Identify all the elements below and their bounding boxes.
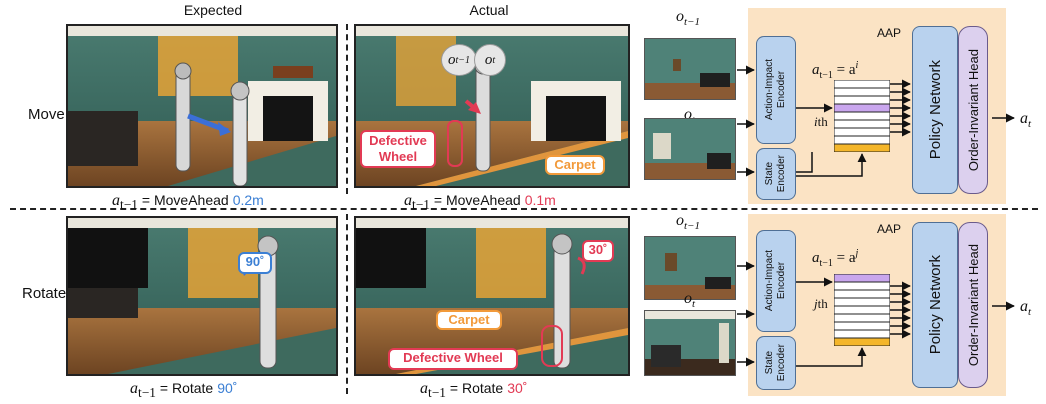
action-variable: a bbox=[420, 380, 428, 397]
move-actual-caption: at−1 = MoveAhead 0.1m bbox=[404, 192, 556, 213]
expected-angle-value: 90˚ bbox=[217, 380, 238, 396]
eq-rhs: = a bbox=[836, 62, 856, 78]
eq-sup: j bbox=[855, 248, 859, 259]
embedding-stack-bottom bbox=[833, 273, 891, 347]
rotate-expected-scene bbox=[66, 216, 338, 376]
obs-prev-thumbnail-bottom bbox=[644, 236, 736, 300]
obs-curr-var: o bbox=[684, 106, 692, 123]
bubble-curr-sub: t bbox=[492, 54, 496, 66]
obs-prev-thumbnail-top bbox=[644, 38, 736, 100]
carpet-tag-rotate: Carpet bbox=[436, 310, 502, 330]
tag-line-1: Defective bbox=[369, 133, 427, 148]
action-subscript: t−1 bbox=[412, 197, 430, 213]
action-impact-encoder-top: Action-Impact Encoder bbox=[756, 36, 796, 144]
obs-prev-label-top: ot−1 bbox=[676, 8, 700, 28]
carpet-tag-move: Carpet bbox=[545, 155, 605, 175]
action-subscript: t−1 bbox=[120, 197, 138, 213]
embedding-stack-top bbox=[833, 79, 891, 153]
expected-distance-value: 0.2m bbox=[232, 192, 264, 208]
vertical-separator-bottom bbox=[346, 214, 348, 394]
expected-column-heading: Expected bbox=[183, 2, 243, 18]
obs-curr-sub: t bbox=[692, 298, 696, 311]
actual-distance-value: 0.1m bbox=[524, 192, 556, 208]
defective-wheel-tag-move: Defective Wheel bbox=[360, 130, 436, 168]
rotate-actual-caption: at−1 = Rotate 30˚ bbox=[420, 380, 527, 401]
rotate-expected-caption: at−1 = Rotate 90˚ bbox=[130, 380, 237, 401]
caption-equation: = MoveAhead bbox=[141, 192, 229, 208]
index-suffix: th bbox=[817, 296, 828, 311]
expected-rotation-badge: 90˚ bbox=[238, 252, 272, 274]
caption-equation: = MoveAhead bbox=[433, 192, 521, 208]
action-equation-top: at−1 = ai bbox=[812, 60, 858, 81]
aap-label-bottom: AAP bbox=[877, 222, 902, 236]
eq-lhs-sub: t−1 bbox=[819, 258, 833, 269]
obs-prev-label-bottom: ot−1 bbox=[676, 212, 700, 232]
obs-prev-var: o bbox=[676, 212, 684, 229]
output-sub: t bbox=[1028, 118, 1032, 131]
horizontal-separator bbox=[10, 208, 1038, 210]
action-variable: a bbox=[130, 380, 138, 397]
obs-prev-var: o bbox=[676, 8, 684, 25]
output-var: a bbox=[1020, 110, 1028, 127]
policy-network-bottom: Policy Network bbox=[912, 222, 958, 388]
index-suffix: th bbox=[817, 114, 828, 129]
index-var: i bbox=[814, 114, 818, 129]
bubble-prev-sub: t−1 bbox=[455, 54, 471, 66]
eq-sup: i bbox=[855, 60, 859, 71]
order-invariant-head-top: Order-Invariant Head bbox=[958, 26, 988, 194]
obs-prev-sub: t−1 bbox=[684, 220, 700, 233]
row-index-label-top: ith bbox=[814, 114, 828, 130]
action-subscript: t−1 bbox=[138, 385, 156, 401]
output-sub: t bbox=[1028, 306, 1032, 319]
obs-prev-sub: t−1 bbox=[684, 16, 700, 29]
action-equation-bottom: at−1 = aj bbox=[812, 248, 858, 269]
action-impact-encoder-bottom: Action-Impact Encoder bbox=[756, 230, 796, 332]
caption-equation: = Rotate bbox=[159, 380, 214, 396]
obs-curr-var: o bbox=[684, 290, 692, 307]
move-expected-scene bbox=[66, 24, 338, 188]
row-index-label-bottom: jth bbox=[814, 296, 828, 312]
action-variable: a bbox=[404, 192, 412, 209]
caption-equation: = Rotate bbox=[449, 380, 504, 396]
actual-angle-value: 30˚ bbox=[507, 380, 528, 396]
eq-lhs: a bbox=[812, 250, 820, 266]
obs-curr-thumbnail-top bbox=[644, 118, 736, 180]
output-action-top: at bbox=[1020, 110, 1031, 130]
eq-lhs: a bbox=[812, 62, 820, 78]
policy-network-top: Policy Network bbox=[912, 26, 958, 194]
action-variable: a bbox=[112, 192, 120, 209]
bubble-prev-var: o bbox=[447, 51, 456, 68]
output-action-bottom: at bbox=[1020, 298, 1031, 318]
index-var: j bbox=[814, 296, 818, 311]
tag-line-2: Wheel bbox=[378, 149, 418, 164]
action-subscript: t−1 bbox=[428, 385, 446, 401]
rotate-row-label: Rotate bbox=[22, 285, 67, 302]
output-var: a bbox=[1020, 298, 1028, 315]
vertical-separator-top bbox=[346, 24, 348, 194]
order-invariant-head-bottom: Order-Invariant Head bbox=[958, 222, 988, 388]
actual-rotation-badge: 30˚ bbox=[582, 240, 614, 262]
state-encoder-top: State Encoder bbox=[756, 148, 796, 200]
actual-column-heading: Actual bbox=[469, 2, 509, 18]
bubble-curr-var: o bbox=[484, 51, 493, 68]
obs-curr-thumbnail-bottom bbox=[644, 310, 736, 376]
eq-rhs: = a bbox=[836, 250, 856, 266]
state-encoder-bottom: State Encoder bbox=[756, 336, 796, 390]
move-row-label: Move bbox=[28, 106, 65, 123]
aap-label-top: AAP bbox=[877, 26, 902, 40]
eq-lhs-sub: t−1 bbox=[819, 70, 833, 81]
defective-wheel-tag-rotate: Defective Wheel bbox=[388, 348, 518, 370]
move-expected-caption: at−1 = MoveAhead 0.2m bbox=[112, 192, 264, 213]
obs-curr-label-bottom: ot bbox=[684, 290, 695, 310]
